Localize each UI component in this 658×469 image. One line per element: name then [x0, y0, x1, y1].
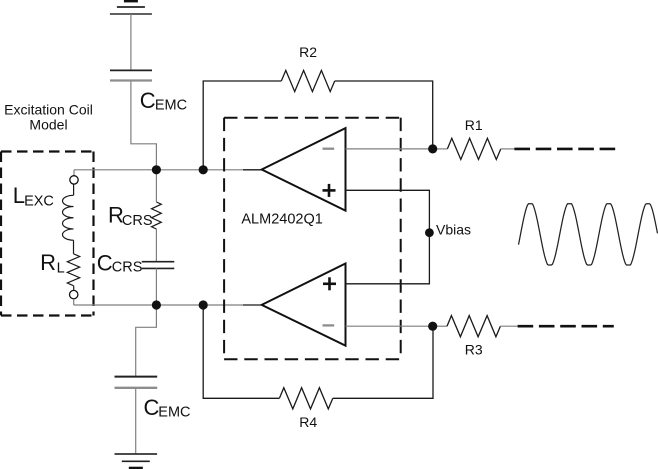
svg-text:R1: R1: [465, 117, 483, 133]
svg-text:Excitation Coil: Excitation Coil: [4, 101, 93, 117]
svg-text:R2: R2: [299, 44, 317, 60]
svg-text:CRS: CRS: [112, 260, 143, 276]
svg-text:Model: Model: [29, 117, 67, 133]
svg-text:L: L: [13, 183, 25, 208]
svg-text:C: C: [140, 88, 156, 113]
svg-text:CRS: CRS: [122, 213, 153, 229]
svg-text:R: R: [108, 203, 124, 228]
svg-text:R4: R4: [299, 414, 317, 430]
svg-text:R3: R3: [465, 341, 483, 357]
svg-text:EMC: EMC: [155, 97, 187, 113]
svg-text:EXC: EXC: [24, 194, 54, 210]
svg-text:Vbias: Vbias: [436, 222, 471, 238]
svg-text:EMC: EMC: [158, 404, 190, 420]
svg-text:L: L: [57, 261, 65, 277]
svg-text:C: C: [144, 395, 160, 420]
svg-text:C: C: [97, 250, 113, 275]
svg-text:R: R: [40, 250, 56, 275]
svg-text:ALM2402Q1: ALM2402Q1: [241, 211, 322, 227]
